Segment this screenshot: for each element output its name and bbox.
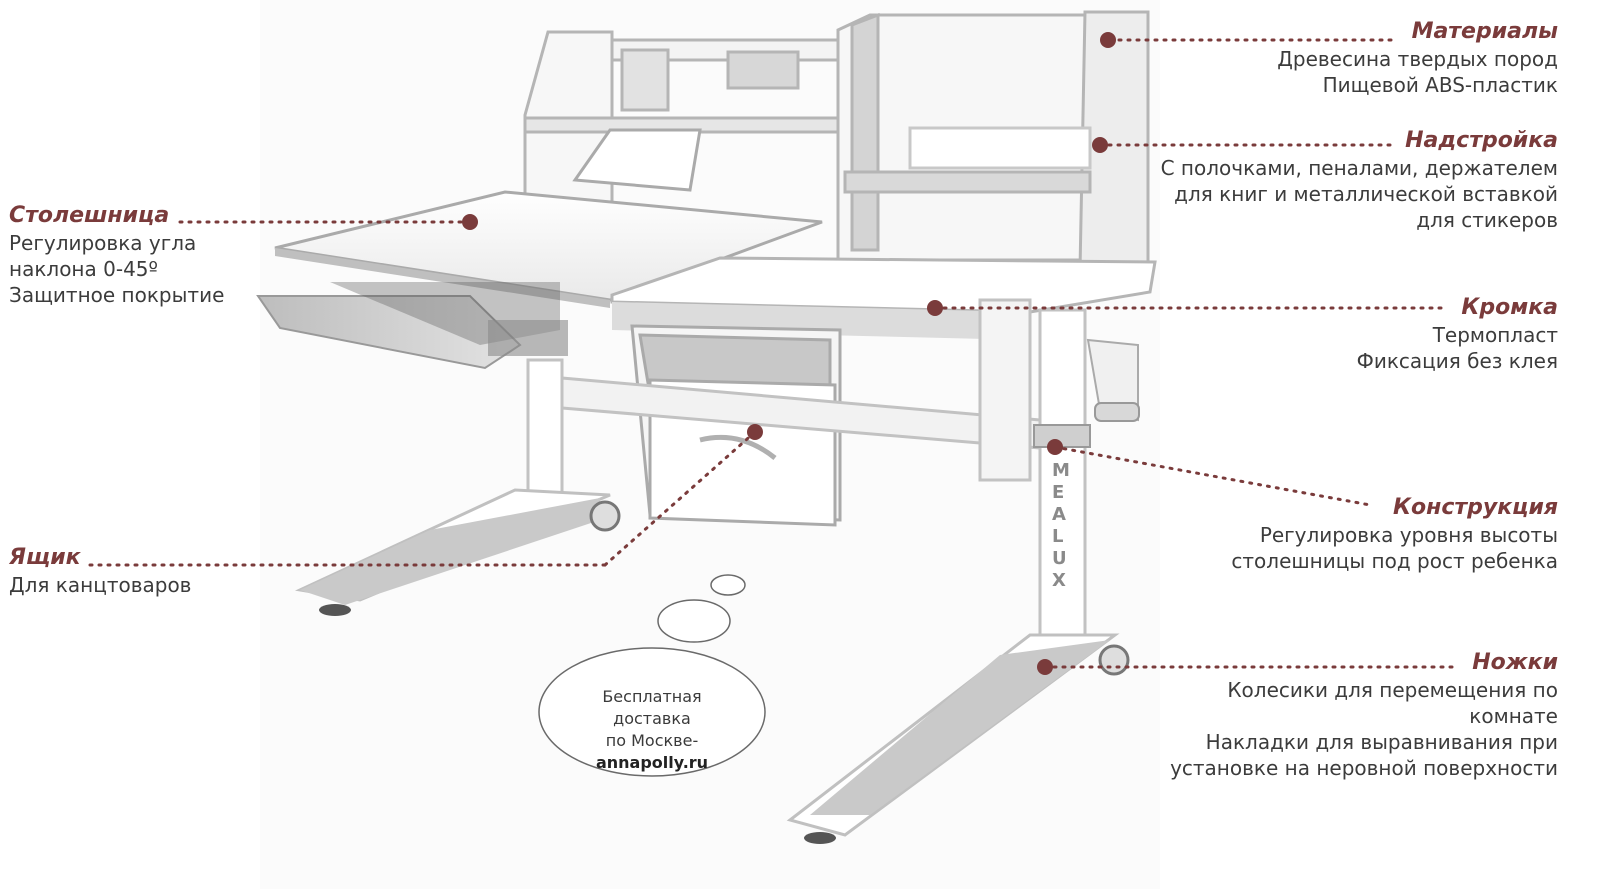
materials-title: Материалы — [1411, 19, 1558, 44]
right-leg — [786, 308, 1140, 844]
tabletop-block: Столешница Регулировка угла наклона 0-45… — [9, 202, 224, 308]
left-leg — [294, 488, 621, 616]
dot-construction — [1047, 439, 1063, 455]
left-tabletop — [256, 190, 823, 370]
construction-line: Регулировка уровня высоты — [1259, 523, 1558, 547]
tabletop-line: Регулировка угла — [9, 231, 197, 255]
dot-legs — [1037, 659, 1053, 675]
legs-line: установке на неровной поверхности — [1170, 756, 1558, 780]
dot-tabletop — [462, 214, 478, 230]
superstructure-line: С полочками, пеналами, держателем — [1160, 156, 1558, 180]
materials-block: Материалы Древесина твердых пород Пищево… — [1277, 18, 1558, 98]
legs-line: комнате — [1469, 704, 1558, 728]
legs-title: Ножки — [1472, 650, 1558, 675]
construction-title: Конструкция — [1393, 495, 1558, 520]
delivery-bubble-text: Бесплатная доставка по Москве- annapolly… — [562, 686, 742, 774]
bubble-line: Бесплатная доставка — [602, 687, 702, 728]
drawer-line: Для канцтоваров — [9, 573, 192, 597]
annotation-dots — [462, 32, 1116, 675]
legs-line: Колесики для перемещения по — [1227, 678, 1558, 702]
drawer-title: Ящик — [9, 545, 81, 570]
edge-line: Термопласт — [1432, 323, 1558, 347]
superstructure-line: для стикеров — [1416, 208, 1558, 232]
edge-title: Кромка — [1461, 295, 1558, 320]
frame — [526, 298, 1042, 512]
dot-superstructure — [1092, 137, 1108, 153]
superstructure-line: для книг и металлической вставкой — [1174, 182, 1558, 206]
brand-on-leg: MEALUX — [1052, 460, 1070, 591]
superstructure-block: Надстройка С полочками, пеналами, держат… — [1161, 127, 1558, 233]
tabletop-title: Столешница — [9, 203, 170, 228]
tabletop-line: Защитное покрытие — [9, 283, 225, 307]
site-link[interactable]: annapolly.ru — [595, 753, 709, 772]
construction-block: Конструкция Регулировка уровня высоты ст… — [1231, 494, 1558, 574]
dot-drawer — [747, 424, 763, 440]
tabletop-line: наклона 0-45º — [9, 257, 158, 281]
bubble-line: по Москве- — [605, 731, 699, 750]
legs-block: Ножки Колесики для перемещения по комнат… — [1170, 649, 1558, 781]
dot-materials — [1100, 32, 1116, 48]
dot-edge — [927, 300, 943, 316]
leader-lines — [88, 38, 1457, 669]
materials-line: Древесина твердых пород — [1277, 47, 1558, 71]
superstructure-title: Надстройка — [1405, 128, 1558, 153]
hutch — [523, 10, 1150, 272]
speech-bubbles — [538, 574, 766, 777]
construction-line: столешницы под рост ребенка — [1231, 549, 1558, 573]
edge-line: Фиксация без клея — [1356, 349, 1558, 373]
edge-block: Кромка Термопласт Фиксация без клея — [1357, 294, 1558, 374]
drawer-block: Ящик Для канцтоваров — [9, 544, 191, 598]
legs-line: Накладки для выравнивания при — [1205, 730, 1558, 754]
materials-line: Пищевой ABS-пластик — [1322, 73, 1558, 97]
